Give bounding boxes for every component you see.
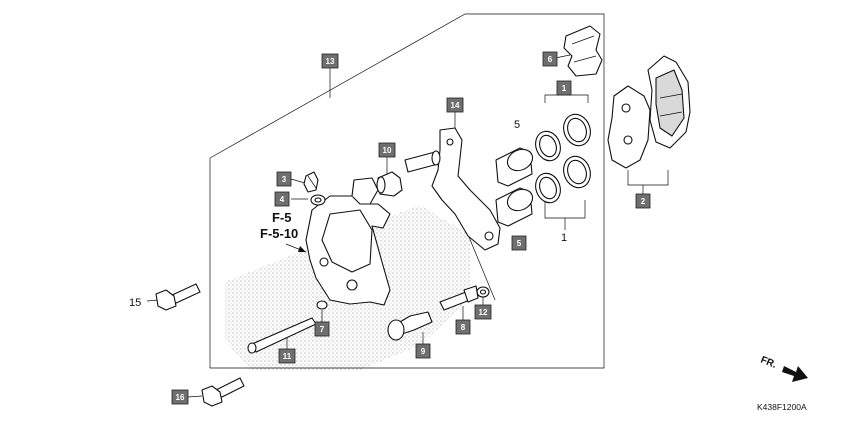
caliper-bracket [431, 127, 501, 251]
ref-label-2: F-5-10 [260, 226, 298, 241]
svg-text:2: 2 [641, 197, 646, 206]
plain-label-1-bottom: 1 [561, 232, 567, 244]
svg-text:1: 1 [562, 84, 567, 93]
front-arrow-icon [782, 366, 808, 382]
svg-text:10: 10 [383, 146, 392, 155]
svg-text:3: 3 [282, 175, 287, 184]
callout-9: 9 [415, 343, 431, 359]
seal-set [535, 113, 591, 204]
assembly-boundary [209, 13, 605, 369]
svg-text:9: 9 [421, 347, 426, 356]
svg-text:16: 16 [176, 393, 185, 402]
callout-8: 8 [455, 319, 471, 335]
leader-lines [146, 54, 669, 398]
callout-3: 3 [276, 171, 292, 187]
svg-text:5: 5 [517, 239, 522, 248]
boot [376, 171, 403, 197]
svg-text:12: 12 [479, 308, 488, 317]
piston-upper [495, 147, 534, 187]
caliper-body [305, 177, 391, 306]
svg-text:13: 13 [326, 57, 335, 66]
bolt-9 [387, 311, 433, 341]
svg-text:7: 7 [320, 325, 325, 334]
callout-6: 6 [542, 51, 558, 67]
svg-text:4: 4 [280, 195, 285, 204]
washer-12 [476, 286, 490, 298]
callout-12: 12 [474, 304, 492, 320]
bolt-15 [155, 283, 201, 311]
svg-text:6: 6 [548, 55, 553, 64]
slide-pin-upper [404, 150, 441, 173]
svg-text:14: 14 [451, 101, 460, 110]
reference-arrow-icon [298, 246, 306, 252]
piston-lower [495, 187, 534, 227]
callout-4: 4 [274, 191, 290, 207]
plain-label-5: 5 [514, 119, 520, 131]
bleeder-cap [310, 194, 326, 206]
callout-5: 5 [511, 235, 527, 251]
brake-pads [607, 55, 691, 169]
bolt-16 [201, 377, 245, 407]
pad-spring [563, 25, 603, 77]
slide-pin-lower [439, 285, 479, 311]
diagram-code: K438F1200A [757, 402, 807, 412]
callout-14: 14 [446, 97, 464, 113]
callout-1: 1 [556, 80, 572, 96]
svg-text:11: 11 [283, 352, 292, 361]
callout-2: 2 [635, 193, 651, 209]
ref-label-1: F-5 [272, 210, 292, 225]
callout-11: 11 [278, 348, 296, 364]
plain-label-15: 15 [129, 297, 141, 309]
bleeder-screw [303, 171, 319, 193]
washer-7 [316, 300, 328, 310]
front-direction-indicator: FR. [759, 355, 808, 382]
callout-16: 16 [171, 389, 189, 405]
callout-13: 13 [321, 53, 339, 69]
callout-10: 10 [378, 142, 396, 158]
fr-label: FR. [759, 355, 778, 371]
callout-7: 7 [314, 321, 330, 337]
svg-text:8: 8 [461, 323, 466, 332]
